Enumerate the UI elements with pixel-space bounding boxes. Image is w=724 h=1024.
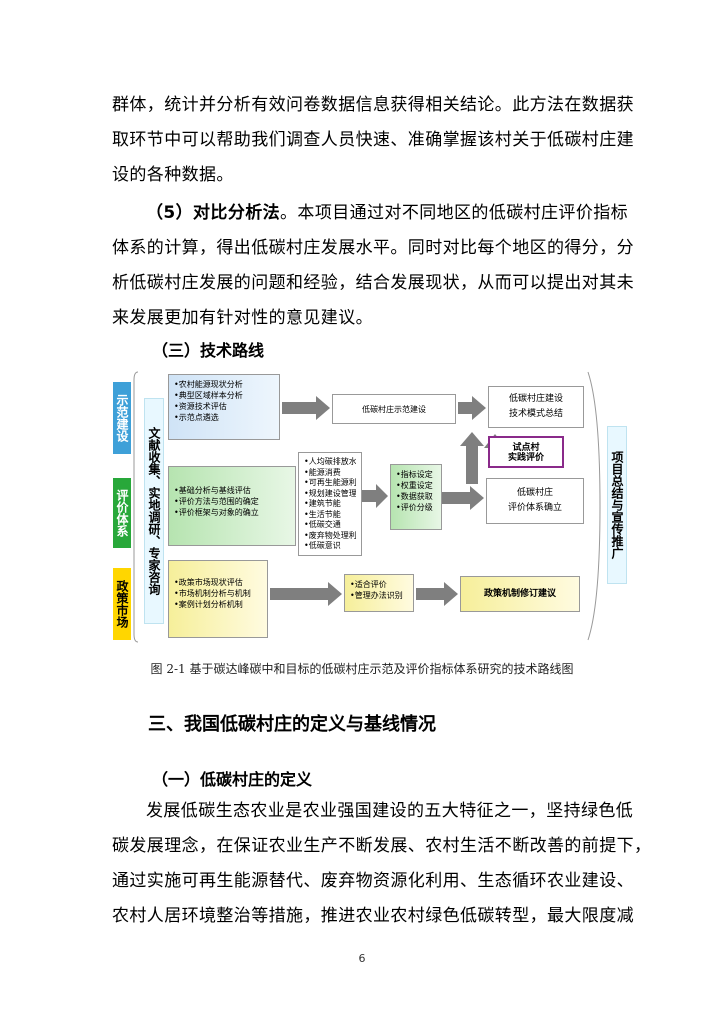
indicator-list-box: •人均碳排放水平 •能源消费 •可再生能源利用 •规划建设管理 •建筑节能 •生… bbox=[298, 452, 362, 556]
section-heading: 三、我国低碳村庄的定义与基线情况 bbox=[148, 714, 436, 735]
list-item: •评价方法与范围的确定 bbox=[174, 497, 259, 506]
text-line: 通过实施可再生能源替代、废弃物资源化利用、生态循环农业建设、 bbox=[112, 871, 634, 891]
list-item: •政策市场现状评估 bbox=[174, 578, 243, 587]
list-item: •案例计划分析机制 bbox=[174, 600, 243, 609]
box-line: 低碳村庄 bbox=[516, 488, 553, 498]
list-item: •资源技术评估 bbox=[174, 402, 227, 411]
box-line: 实践评价 bbox=[507, 453, 544, 462]
page-number: 6 bbox=[358, 952, 366, 965]
evaluation-system-box: 低碳村庄 评价体系确立 bbox=[486, 478, 584, 524]
text-line: 发展低碳生态农业是农业强国建设的五大特征之一，坚持绿色低 bbox=[146, 801, 634, 821]
box-line: 评价体系确立 bbox=[507, 503, 562, 513]
list-item: •典型区域样本分析 bbox=[174, 391, 243, 400]
list-item: •管理办法识别 bbox=[350, 591, 403, 600]
text-line: （5）对比分析法。本项目通过对不同地区的低碳村庄评价指标 bbox=[112, 196, 628, 231]
heading-tech-route: （三）技术路线 bbox=[152, 341, 265, 360]
text-span: 。本项目通过对不同地区的低碳村庄评价指标 bbox=[280, 203, 629, 223]
list-item: •数据获取 bbox=[396, 492, 433, 501]
pilot-evaluation-box: 试点村 实践评价 bbox=[488, 436, 564, 468]
demo-analysis-box: •农村能源现状分析 •典型区域样本分析 •资源技术评估 •示范点遴选 bbox=[168, 374, 280, 440]
list-item: •示范点遴选 bbox=[174, 413, 219, 422]
list-item: •生活节能 bbox=[304, 509, 341, 519]
list-item: •可再生能源利用 bbox=[304, 478, 356, 487]
list-item: •废弃物处理利用 bbox=[304, 530, 356, 540]
list-item: •能源消费 bbox=[304, 467, 341, 477]
method-title: （5）对比分析法 bbox=[146, 203, 281, 223]
paragraph-1: 群体，统计并分析有效问卷数据信息获得相关结论。此方法在数据获 取环节中可以帮助我… bbox=[112, 88, 634, 193]
label-evaluation-system: 评价体系 bbox=[113, 478, 131, 548]
list-item: •权重设定 bbox=[396, 481, 433, 490]
list-item: •低碳交通 bbox=[304, 520, 341, 529]
list-item: •市场机制分析与机制 bbox=[174, 589, 251, 598]
list-item: •基础分析与基线评估 bbox=[174, 486, 251, 495]
text-line: 群体，统计并分析有效问卷数据信息获得相关结论。此方法在数据获 bbox=[112, 95, 634, 115]
text-line: 碳发展理念，在保证农业生产不断发展、农村生活不断改善的前提下， bbox=[112, 836, 652, 856]
text-line: 农村人居环境整治等措施，推进农业农村绿色低碳转型，最大限度减 bbox=[112, 906, 634, 926]
text-line: 体系的计算，得出低碳村庄发展水平。同时对比每个地区的得分，分 bbox=[112, 238, 634, 258]
policy-revision-box: 政策机制修订建议 bbox=[460, 576, 580, 612]
indicator-method-box: •指标设定 •权重设定 •数据获取 •评价分级 bbox=[390, 464, 442, 530]
text-line: 来发展更加有针对性的意见建议。 bbox=[112, 308, 373, 328]
box-line: 技术模式总结 bbox=[508, 409, 563, 419]
subsection-heading: （一）低碳村庄的定义 bbox=[152, 770, 313, 789]
list-item: •适合评价 bbox=[350, 580, 387, 589]
policy-analysis-box: •政策市场现状评估 •市场机制分析与机制 •案例计划分析机制 bbox=[168, 560, 268, 638]
list-item: •评价框架与对象的确立 bbox=[174, 508, 259, 517]
text-line: 析低碳村庄发展的问题和经验，结合发展现状，从而可以提出对其未 bbox=[112, 273, 634, 293]
paragraph-2: （5）对比分析法。本项目通过对不同地区的低碳村庄评价指标 体系的计算，得出低碳村… bbox=[112, 196, 634, 336]
list-item: •建筑节能 bbox=[304, 499, 341, 508]
evaluation-analysis-box: •基础分析与基线评估 •评价方法与范围的确定 •评价框架与对象的确立 bbox=[168, 466, 296, 546]
text-line: 取环节中可以帮助我们调查人员快速、准确掌握该村关于低碳村庄建 bbox=[112, 130, 634, 150]
box-line: 低碳村庄建设 bbox=[508, 394, 563, 404]
paragraph-3: 发展低碳生态农业是农业强国建设的五大特征之一，坚持绿色低 碳发展理念，在保证农业… bbox=[112, 794, 652, 934]
figure-caption: 图 2-1 基于碳达峰碳中和目标的低碳村庄示范及评价指标体系研究的技术路线图 bbox=[150, 662, 574, 676]
policy-method-box: •适合评价 •管理办法识别 bbox=[344, 574, 414, 612]
demo-construction-box: 低碳村庄示范建设 bbox=[332, 394, 456, 424]
tech-route-diagram: 示范建设 评价体系 政策市场 文献收集、实地调研、专家咨询 •农村能源现状分析 … bbox=[110, 368, 632, 644]
box-line: 试点村 bbox=[512, 443, 540, 452]
list-item: •指标设定 bbox=[396, 470, 433, 479]
list-item: •规划建设管理 bbox=[304, 488, 356, 498]
list-item: •人均碳排放水平 bbox=[304, 457, 356, 466]
label-demo-construction: 示范建设 bbox=[113, 382, 131, 454]
list-item: •低碳意识 bbox=[304, 541, 341, 550]
literature-research-bar: 文献收集、实地调研、专家咨询 bbox=[144, 398, 164, 624]
list-item: •评价分级 bbox=[396, 503, 433, 512]
label-policy-market: 政策市场 bbox=[113, 568, 131, 640]
tech-model-box: 低碳村庄建设 技术模式总结 bbox=[488, 386, 584, 428]
list-item: •农村能源现状分析 bbox=[174, 380, 243, 389]
text-line: 设的各种数据。 bbox=[112, 165, 234, 185]
project-summary-bar: 项目总结与宣传推广 bbox=[607, 426, 627, 584]
